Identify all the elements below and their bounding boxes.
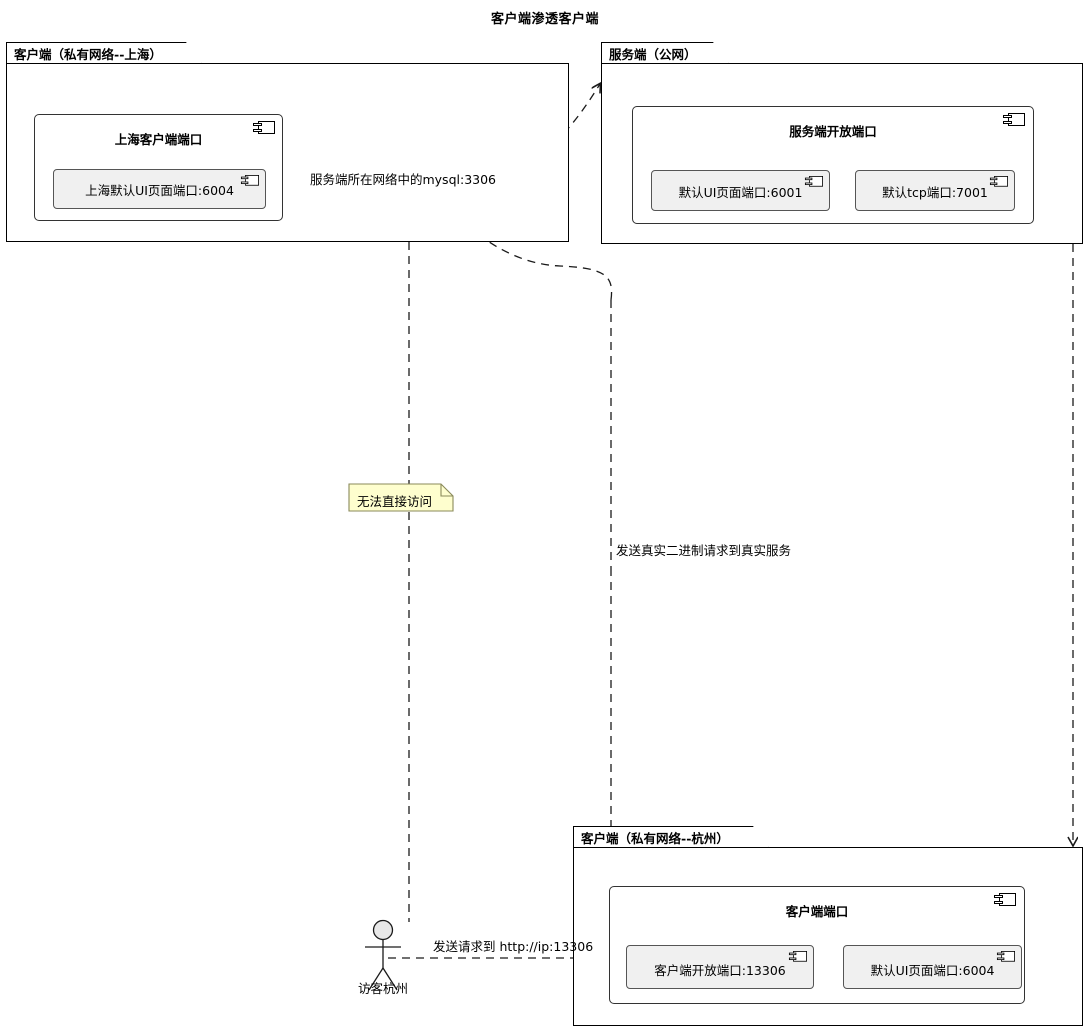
component-server-open-port[interactable]: 服务端开放端口 默认UI页面端口:6001 默认tcp端口:7001 bbox=[632, 106, 1034, 224]
port-label: 默认UI页面端口:6001 bbox=[678, 185, 803, 200]
component-title: 服务端开放端口 bbox=[789, 124, 877, 139]
package-shanghai-client[interactable]: 客户端（私有网络--上海） 上海客户端端口 上海默认UI页面端口:6004 bbox=[6, 42, 569, 242]
component-shanghai-client-port[interactable]: 上海客户端端口 上海默认UI页面端口:6004 bbox=[34, 114, 283, 221]
component-icon bbox=[996, 951, 1015, 962]
note-folded-corner-icon bbox=[348, 483, 454, 512]
component-icon bbox=[253, 121, 275, 134]
port-shanghai-ui[interactable]: 上海默认UI页面端口:6004 bbox=[53, 169, 266, 209]
package-server-public[interactable]: 服务端（公网） 服务端开放端口 默认UI页面端口:6001 默 bbox=[601, 42, 1083, 244]
actor-stick-figure-icon bbox=[365, 919, 401, 991]
edge-shanghai-to-server bbox=[563, 84, 600, 134]
port-server-tcp[interactable]: 默认tcp端口:7001 bbox=[855, 170, 1015, 211]
port-server-ui[interactable]: 默认UI页面端口:6001 bbox=[651, 170, 830, 211]
database-label: 服务端所在网络中的mysql:3306 bbox=[309, 172, 497, 187]
component-icon bbox=[804, 176, 823, 187]
edge-label-binary-request: 发送真实二进制请求到真实服务 bbox=[616, 543, 792, 558]
port-label: 默认UI页面端口:6004 bbox=[870, 963, 995, 978]
package-title-server-public: 服务端（公网） bbox=[601, 42, 729, 64]
component-title: 上海客户端端口 bbox=[114, 132, 203, 147]
component-icon bbox=[240, 175, 259, 186]
component-icon bbox=[989, 176, 1008, 187]
package-hangzhou-client[interactable]: 客户端（私有网络--杭州） 客户端端口 客户端开放端口:13306 bbox=[573, 826, 1083, 1026]
port-label: 默认tcp端口:7001 bbox=[882, 185, 988, 200]
component-hangzhou-client-port[interactable]: 客户端端口 客户端开放端口:13306 默认UI页面端口:6004 bbox=[609, 886, 1025, 1004]
component-icon bbox=[994, 893, 1016, 906]
package-title-hangzhou-client: 客户端（私有网络--杭州） bbox=[573, 826, 769, 848]
package-body-shanghai-client: 上海客户端端口 上海默认UI页面端口:6004 bbox=[6, 63, 569, 242]
component-icon bbox=[1003, 113, 1025, 126]
note-no-direct-access[interactable]: 无法直接访问 bbox=[349, 484, 453, 511]
package-body-hangzhou-client: 客户端端口 客户端开放端口:13306 默认UI页面端口:6004 bbox=[573, 847, 1083, 1026]
component-title: 客户端端口 bbox=[785, 904, 849, 919]
package-title-shanghai-client: 客户端（私有网络--上海） bbox=[6, 42, 202, 64]
port-label: 客户端开放端口:13306 bbox=[654, 963, 786, 978]
edge-label-visitor-request: 发送请求到 http://ip:13306 bbox=[433, 939, 594, 954]
package-body-server-public: 服务端开放端口 默认UI页面端口:6001 默认tcp端口:7001 bbox=[601, 63, 1083, 244]
port-hangzhou-ui[interactable]: 默认UI页面端口:6004 bbox=[843, 945, 1022, 989]
component-icon bbox=[788, 951, 807, 962]
database-mysql[interactable]: 服务端所在网络中的mysql:3306 bbox=[288, 142, 518, 200]
port-label: 上海默认UI页面端口:6004 bbox=[85, 183, 234, 198]
actor-label: 访客杭州 bbox=[357, 981, 408, 996]
port-hangzhou-open[interactable]: 客户端开放端口:13306 bbox=[626, 945, 814, 989]
note-text: 无法直接访问 bbox=[357, 494, 433, 509]
diagram-title: 客户端渗透客户端 bbox=[490, 12, 599, 27]
